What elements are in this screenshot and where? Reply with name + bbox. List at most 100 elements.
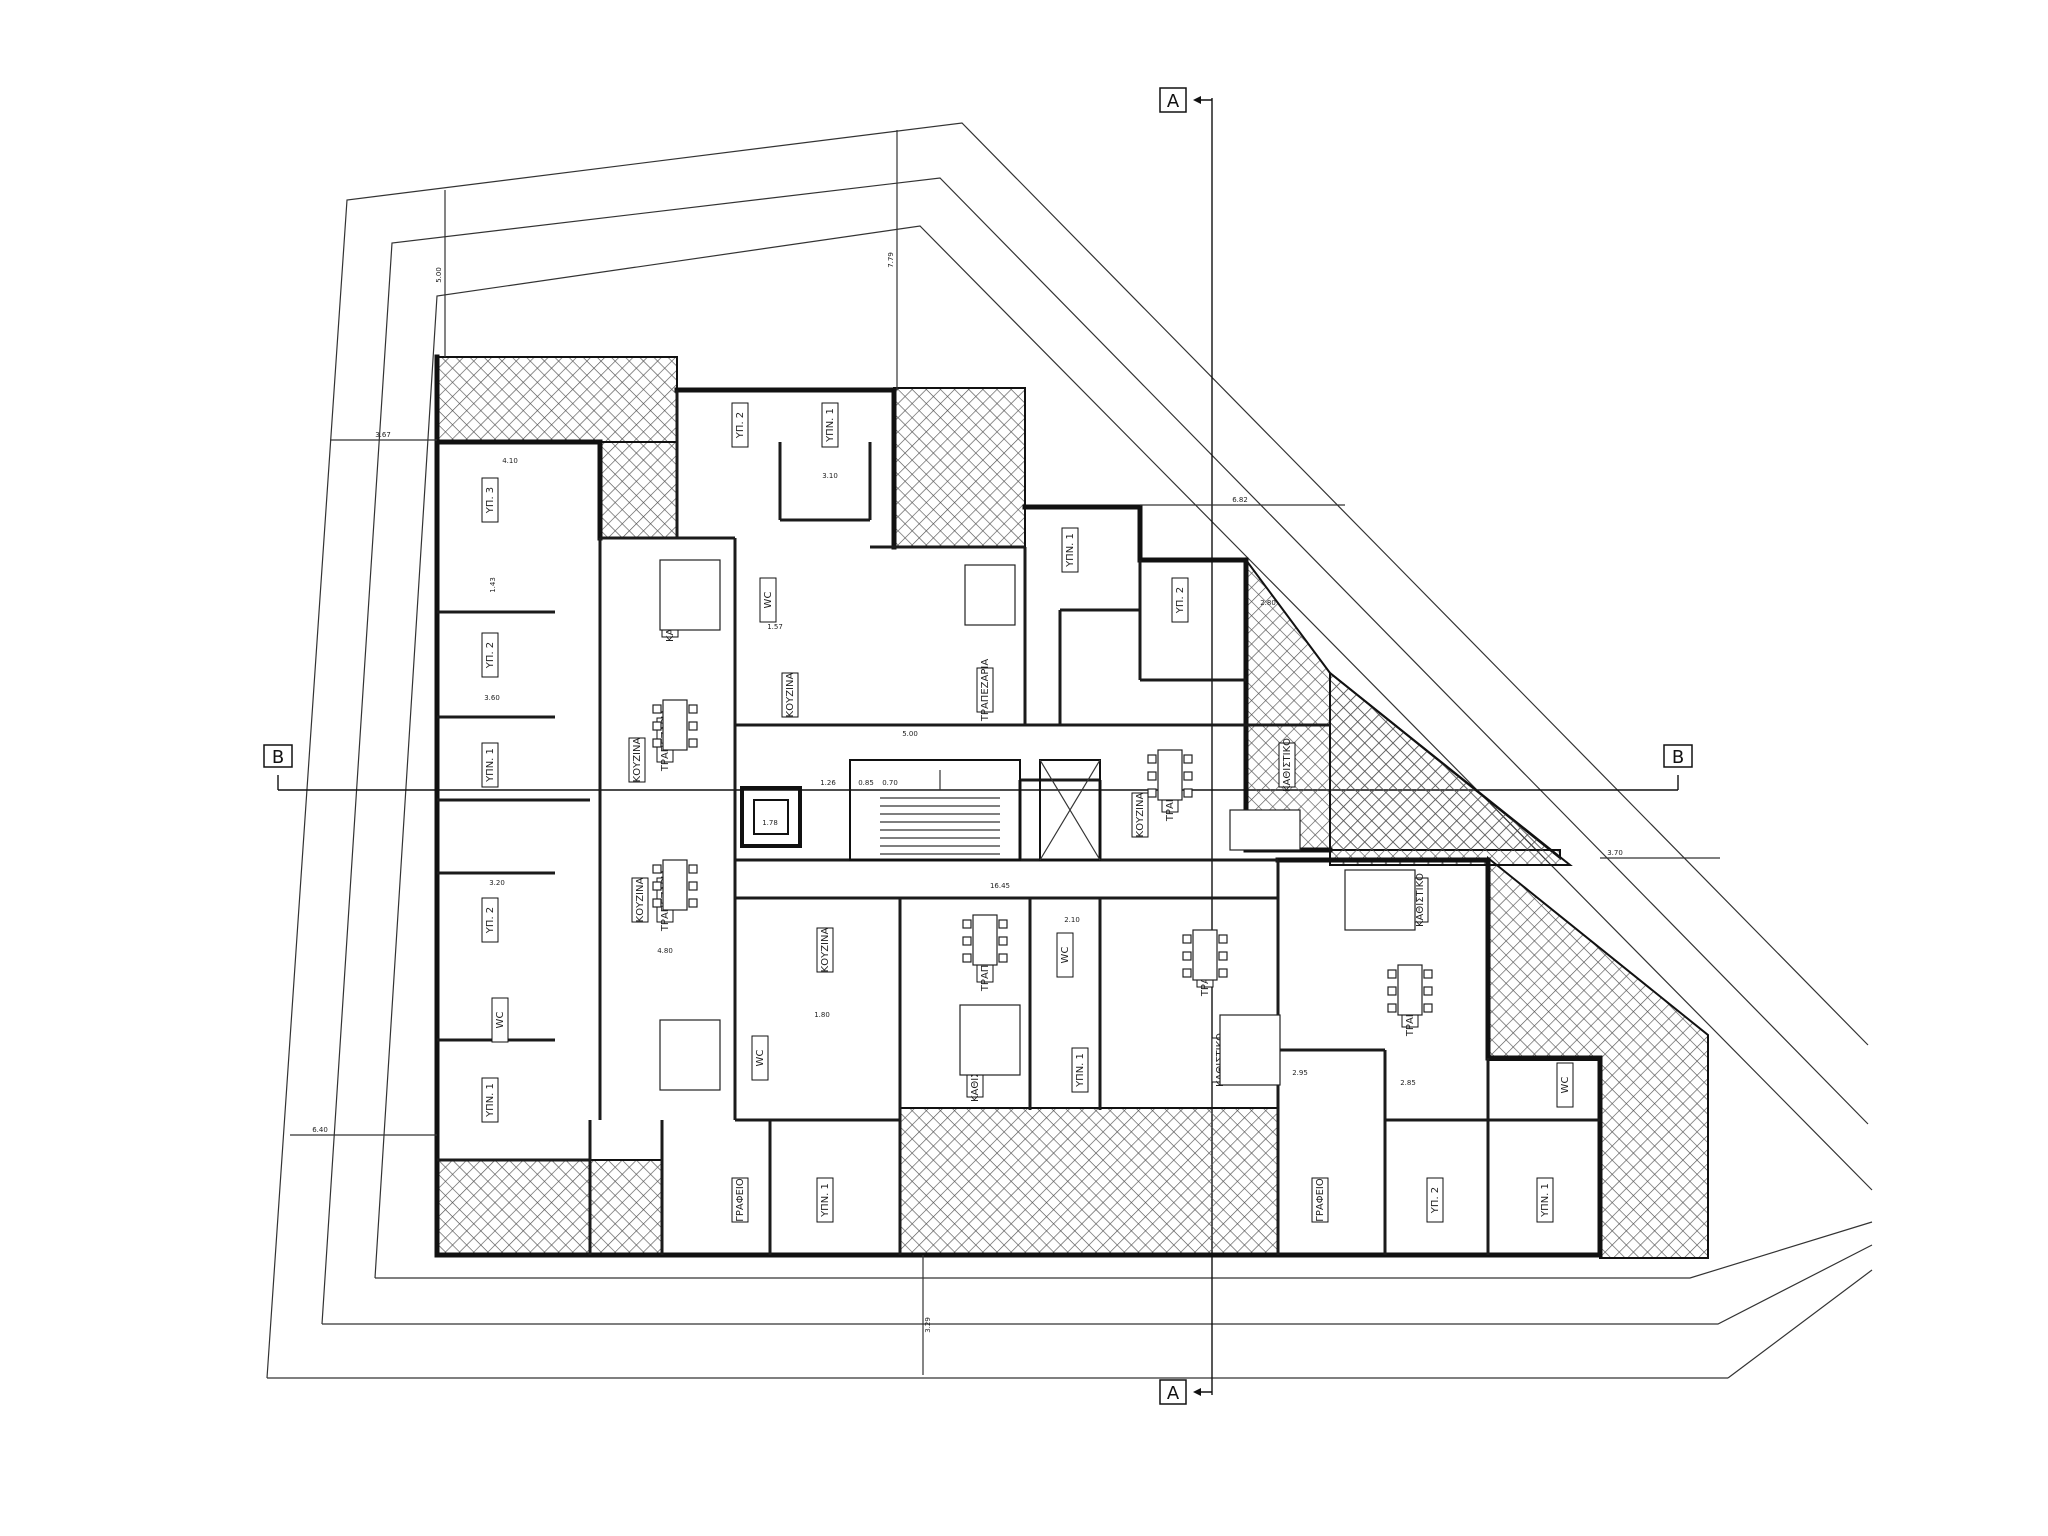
- dim-room-13: 2.95: [1292, 1069, 1308, 1077]
- room-label-bedroom-1: ΥΠΝ. 1: [485, 748, 496, 783]
- room-label-bedroom-2: ΥΠ. 2: [485, 642, 496, 669]
- dining-table: [1387, 964, 1433, 1016]
- sofa: [659, 1019, 721, 1091]
- section-mark-b-left: B: [263, 744, 293, 768]
- dim-room-7: 4.80: [657, 947, 673, 955]
- section-mark-b-right: B: [1663, 744, 1693, 768]
- room-label-wc: WC: [495, 1012, 506, 1029]
- dim-room-3: 3.20: [489, 879, 505, 887]
- room-tag: ΚΟΥΖΙΝΑ: [631, 877, 649, 923]
- terraces: [436, 356, 1709, 1259]
- svg-text:B: B: [272, 747, 284, 768]
- room-tag: WC: [1556, 1062, 1574, 1108]
- room-tag: ΚΟΥΖΙΝΑ: [628, 737, 646, 783]
- interior-walls: [437, 390, 1600, 1255]
- dim-room-14: 2.85: [1400, 1079, 1416, 1087]
- sofa: [964, 564, 1016, 626]
- room-label-dining: ΤΡΑΠΕΖΑΡΙΑ: [980, 659, 991, 722]
- dim-top-setback-a: 5.00: [435, 267, 443, 283]
- sofa: [1344, 869, 1416, 931]
- room-tag: ΥΠ. 2: [1426, 1177, 1444, 1223]
- room-label-bedroom-1: ΥΠΝ. 1: [1540, 1183, 1551, 1218]
- dim-stair-width: 16.45: [990, 882, 1010, 890]
- room-label-bedroom-1: ΥΠΝ. 1: [825, 408, 836, 443]
- sofa: [1219, 1014, 1281, 1086]
- section-mark-a-bottom: A: [1159, 1379, 1187, 1405]
- room-label-bedroom-2: ΥΠ. 2: [1175, 587, 1186, 614]
- room-label-kitchen: ΚΟΥΖΙΝΑ: [632, 738, 643, 783]
- room-label-kitchen: ΚΟΥΖΙΝΑ: [785, 673, 796, 718]
- dim-room-1: 4.10: [502, 457, 518, 465]
- sofa: [1229, 809, 1301, 851]
- dining-table: [1147, 749, 1193, 801]
- dining-table: [652, 699, 698, 751]
- dim-room-5: 2.80: [1260, 599, 1276, 607]
- furniture: [652, 559, 1433, 1091]
- dim-right-setback: 6.82: [1232, 496, 1248, 504]
- setback-line-outer: [321, 177, 1873, 1325]
- room-tag: ΚΟΥΖΙΝΑ: [816, 927, 834, 973]
- room-tag: ΓΡΑΦΕΙΟ: [731, 1177, 749, 1223]
- dim-bottom-setback: 3.29: [924, 1317, 932, 1333]
- room-label-bedroom-1: ΥΠΝ. 1: [820, 1183, 831, 1218]
- plot-boundary: [266, 122, 1873, 1379]
- room-tag: WC: [751, 1035, 769, 1081]
- dim-room-12: 6.40: [312, 1126, 328, 1134]
- dim-top-setback-b: 7.79: [887, 252, 895, 268]
- room-label-wc: WC: [1560, 1077, 1571, 1094]
- dim-core-3: 0.85: [858, 779, 874, 787]
- dim-room-4: 3.10: [822, 472, 838, 480]
- room-tag: ΥΠΝ. 1: [1071, 1047, 1089, 1093]
- dim-room-2: 3.60: [484, 694, 500, 702]
- building-outline: [434, 354, 1603, 1258]
- room-label-bedroom-2: ΥΠ. 2: [735, 412, 746, 439]
- room-label-wc: WC: [755, 1050, 766, 1067]
- dim-core-4: 0.70: [882, 779, 898, 787]
- dim-room-10: 1.43: [489, 577, 497, 593]
- room-tag: ΥΠ. 2: [731, 402, 749, 448]
- room-label-kitchen: ΚΟΥΖΙΝΑ: [1135, 793, 1146, 838]
- dimensions: 16.45 1.78 1.26 0.85 0.70 3.67 3.29 5.00 7.79 6.8…: [290, 130, 1720, 1375]
- sofa: [959, 1004, 1021, 1076]
- room-label-bedroom-2: ΥΠ. 2: [485, 907, 496, 934]
- room-label-bedroom-1: ΥΠΝ. 1: [1065, 533, 1076, 568]
- dim-core-2: 1.26: [820, 779, 836, 787]
- room-tag: ΚΑΘΙΣΤΙΚΟ: [1278, 738, 1296, 792]
- room-tag: ΥΠΝ. 1: [1061, 527, 1079, 573]
- room-label-living: ΚΑΘΙΣΤΙΚΟ: [1282, 738, 1293, 792]
- room-tag: ΥΠΝ. 1: [1536, 1177, 1554, 1223]
- room-tag: WC: [759, 577, 777, 623]
- room-tag: ΤΡΑΠΕΖΑΡΙΑ: [976, 659, 994, 722]
- room-label-bedroom-3: ΥΠ. 3: [485, 487, 496, 514]
- svg-text:A: A: [1167, 91, 1180, 112]
- room-tag: ΚΟΥΖΙΝΑ: [781, 672, 799, 718]
- room-tag: ΥΠΝ. 1: [481, 742, 499, 788]
- room-tag: ΚΑΘΙΣΤΙΚΟ: [1411, 873, 1429, 927]
- dim-room-9: 1.80: [814, 1011, 830, 1019]
- svg-text:A: A: [1167, 1383, 1180, 1404]
- sofa: [659, 559, 721, 631]
- room-tag: ΥΠΝ. 1: [481, 1077, 499, 1123]
- room-label-kitchen: ΚΟΥΖΙΝΑ: [820, 928, 831, 973]
- stair-treads: [880, 770, 1000, 855]
- section-mark-a-top: A: [1159, 87, 1187, 113]
- room-label-living: ΚΑΘΙΣΤΙΚΟ: [1415, 873, 1426, 927]
- room-label-wc: WC: [1060, 947, 1071, 964]
- dim-room-6: 5.00: [902, 730, 918, 738]
- room-tag: ΥΠ. 3: [481, 477, 499, 523]
- room-tag: ΚΟΥΖΙΝΑ: [1131, 792, 1149, 838]
- room-tag: ΓΡΑΦΕΙΟ: [1311, 1177, 1329, 1223]
- dim-right-offset: 3.70: [1607, 849, 1623, 857]
- dining-table: [1182, 929, 1228, 981]
- room-label-bedroom-1: ΥΠΝ. 1: [485, 1083, 496, 1118]
- dim-room-8: 2.10: [1064, 916, 1080, 924]
- dim-core-1: 1.78: [762, 819, 778, 827]
- room-label-office: ΓΡΑΦΕΙΟ: [735, 1178, 746, 1222]
- dim-left-setback: 3.67: [375, 431, 391, 439]
- room-tag: ΥΠ. 2: [481, 897, 499, 943]
- room-tag: ΥΠ. 2: [481, 632, 499, 678]
- room-label-office: ΓΡΑΦΕΙΟ: [1315, 1178, 1326, 1222]
- room-label-bedroom-1: ΥΠΝ. 1: [1075, 1053, 1086, 1088]
- dining-table: [962, 914, 1008, 966]
